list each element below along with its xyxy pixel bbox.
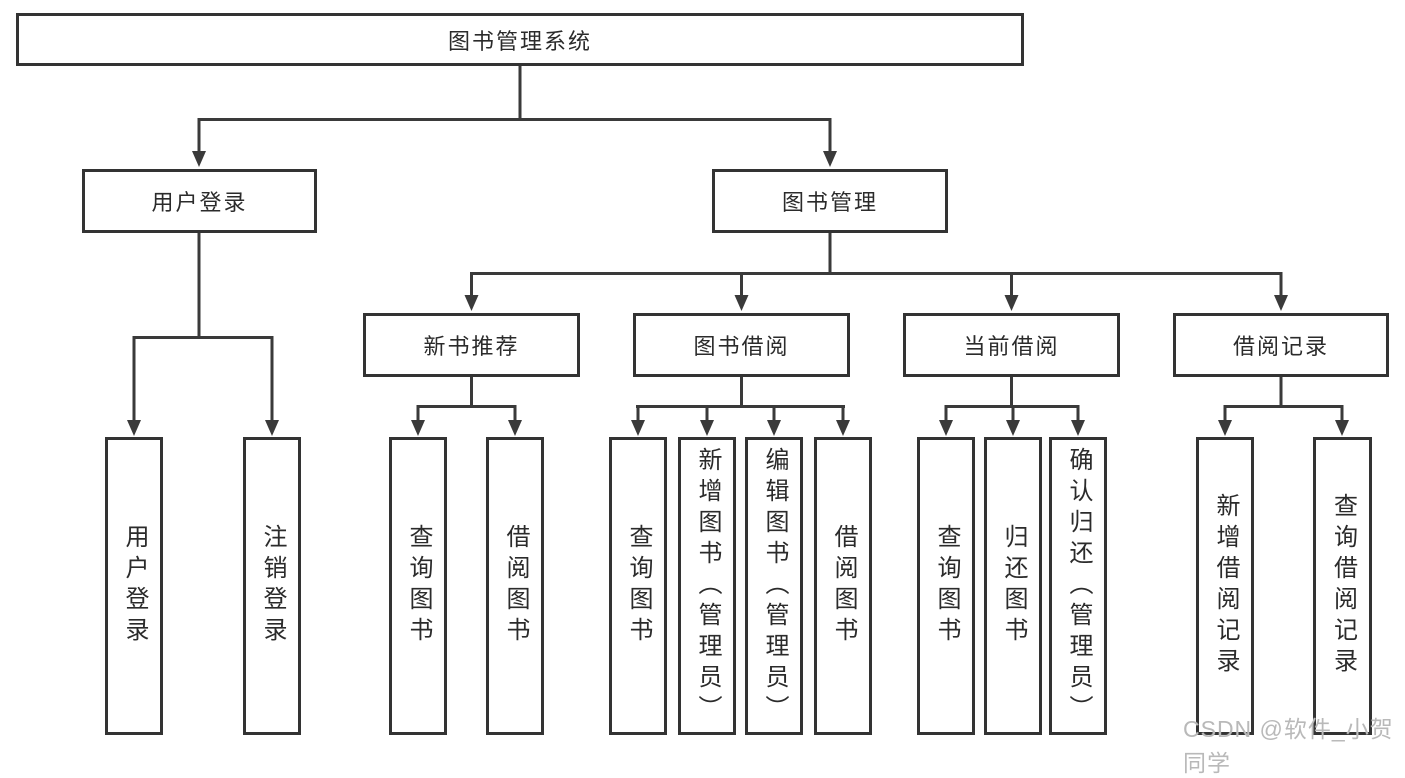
leaf-label: 借阅图书 (830, 524, 857, 648)
arrow-down-icon (767, 420, 781, 436)
node-label: 用户登录 (151, 190, 248, 215)
leaf-add-book-admin: 新增图书（管理员） (678, 437, 736, 735)
leaf-label: 编辑图书（管理员） (761, 446, 788, 726)
arrow-down-icon (1218, 420, 1232, 436)
leaf-query-book-2: 查询图书 (609, 437, 667, 735)
node-current-borrow: 当前借阅 (903, 313, 1120, 377)
leaf-borrow-book-2: 借阅图书 (814, 437, 872, 735)
connector-user-login-children (127, 233, 279, 436)
node-new-book-recommend: 新书推荐 (363, 313, 580, 377)
arrow-down-icon (127, 420, 141, 436)
leaf-return-book: 归还图书 (984, 437, 1042, 735)
leaf-label: 用户登录 (121, 524, 148, 648)
node-borrow-records: 借阅记录 (1173, 313, 1389, 377)
node-label: 图书管理 (781, 190, 878, 215)
arrow-down-icon (823, 151, 837, 167)
diagram-canvas: 图书管理系统 用户登录 图书管理 新书推荐 图书借阅 当前借阅 借阅记录 用户登… (16, 13, 1393, 776)
leaf-logout: 注销登录 (243, 437, 301, 735)
arrow-down-icon (464, 295, 479, 311)
connector-book-management-children (464, 233, 1288, 311)
arrow-down-icon (411, 420, 425, 436)
leaf-query-borrow-record: 查询借阅记录 (1313, 437, 1372, 735)
node-user-login: 用户登录 (82, 169, 317, 233)
leaf-confirm-return-admin: 确认归还（管理员） (1049, 437, 1107, 735)
arrow-down-icon (939, 420, 953, 436)
node-label: 借阅记录 (1232, 334, 1329, 359)
leaf-label: 新增借阅记录 (1212, 493, 1239, 679)
connector-root-to-level2 (192, 66, 837, 167)
connector-book-borrow-children (631, 377, 850, 436)
leaf-label: 确认归还（管理员） (1065, 446, 1092, 726)
leaf-query-book-1: 查询图书 (389, 437, 447, 735)
arrow-down-icon (508, 420, 522, 436)
arrow-down-icon (1071, 420, 1085, 436)
arrow-down-icon (734, 295, 749, 311)
arrow-down-icon (631, 420, 645, 436)
arrow-down-icon (700, 420, 714, 436)
leaf-label: 查询借阅记录 (1329, 493, 1357, 679)
csdn-watermark: CSDN @软件_小贺同学 (1183, 716, 1394, 776)
leaf-label: 新增图书（管理员） (694, 446, 721, 726)
leaf-user-login: 用户登录 (105, 437, 163, 735)
node-label: 图书借阅 (693, 334, 790, 359)
leaf-add-borrow-record: 新增借阅记录 (1196, 437, 1254, 735)
arrow-down-icon (192, 151, 206, 167)
leaf-edit-book-admin: 编辑图书（管理员） (745, 437, 803, 735)
arrow-down-icon (1006, 420, 1020, 436)
leaf-label: 注销登录 (259, 524, 286, 648)
node-book-borrow: 图书借阅 (633, 313, 850, 377)
connector-borrow-records-children (1218, 377, 1349, 436)
arrow-down-icon (265, 420, 279, 436)
connector-new-book-children (411, 377, 522, 436)
node-label: 新书推荐 (423, 334, 520, 359)
arrow-down-icon (1004, 295, 1019, 311)
arrow-down-icon (1274, 295, 1288, 311)
arrow-down-icon (836, 420, 850, 436)
leaf-label: 归还图书 (1000, 524, 1027, 648)
node-book-management: 图书管理 (712, 169, 948, 233)
connector-current-borrow-children (939, 377, 1085, 436)
leaf-label: 借阅图书 (502, 524, 529, 648)
node-label: 当前借阅 (963, 334, 1060, 359)
node-root-label: 图书管理系统 (447, 28, 592, 54)
leaf-query-book-3: 查询图书 (917, 437, 975, 735)
leaf-label: 查询图书 (933, 524, 960, 648)
leaf-label: 查询图书 (625, 524, 652, 648)
node-root: 图书管理系统 (16, 13, 1024, 66)
arrow-down-icon (1335, 420, 1349, 436)
leaf-label: 查询图书 (405, 524, 432, 648)
leaf-borrow-book-1: 借阅图书 (486, 437, 544, 735)
